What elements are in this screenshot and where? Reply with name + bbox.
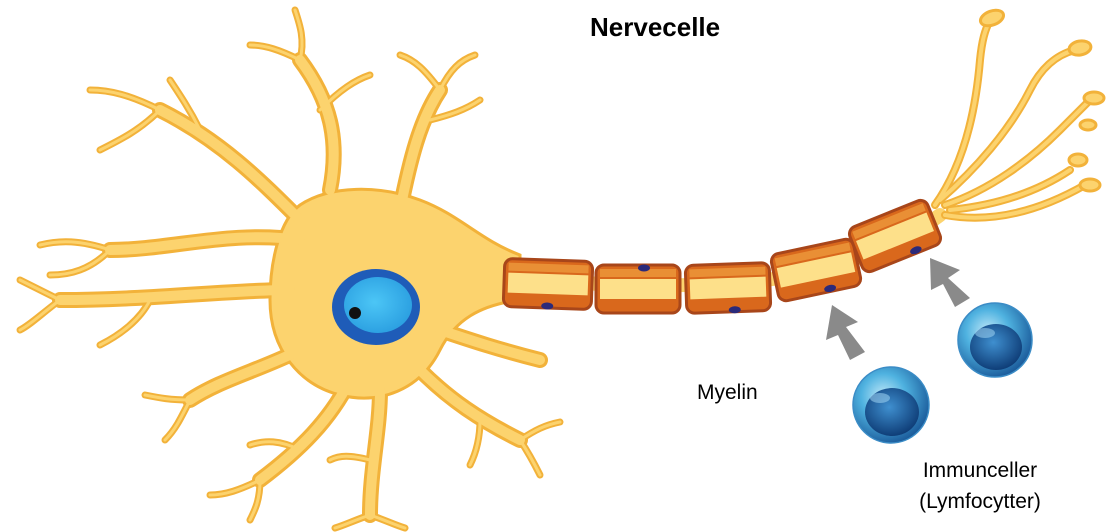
myelin-sheath <box>503 198 943 315</box>
immune-cells-label-line2: (Lymfocytter) <box>890 486 1070 517</box>
diagram-title: Nervecelle <box>590 12 720 43</box>
myelin-segment-5 <box>847 198 943 274</box>
immune-cells-label-line1: Immunceller <box>890 455 1070 486</box>
myelin-segment-2 <box>596 265 680 314</box>
nucleus <box>332 269 420 345</box>
lymphocyte-icon <box>958 303 1032 377</box>
lymphocyte-icon <box>853 367 929 443</box>
myelin-segment-1 <box>503 258 593 311</box>
synaptic-knobs <box>978 7 1104 191</box>
myelin-segment-3 <box>685 263 771 315</box>
immune-cells-label: Immunceller (Lymfocytter) <box>890 455 1070 517</box>
myelin-segment-4 <box>770 238 862 303</box>
arrow-up-icon <box>826 305 865 360</box>
axon-terminals <box>935 20 1090 218</box>
arrow-up-icon <box>930 258 970 307</box>
myelin-label: Myelin <box>697 381 758 405</box>
